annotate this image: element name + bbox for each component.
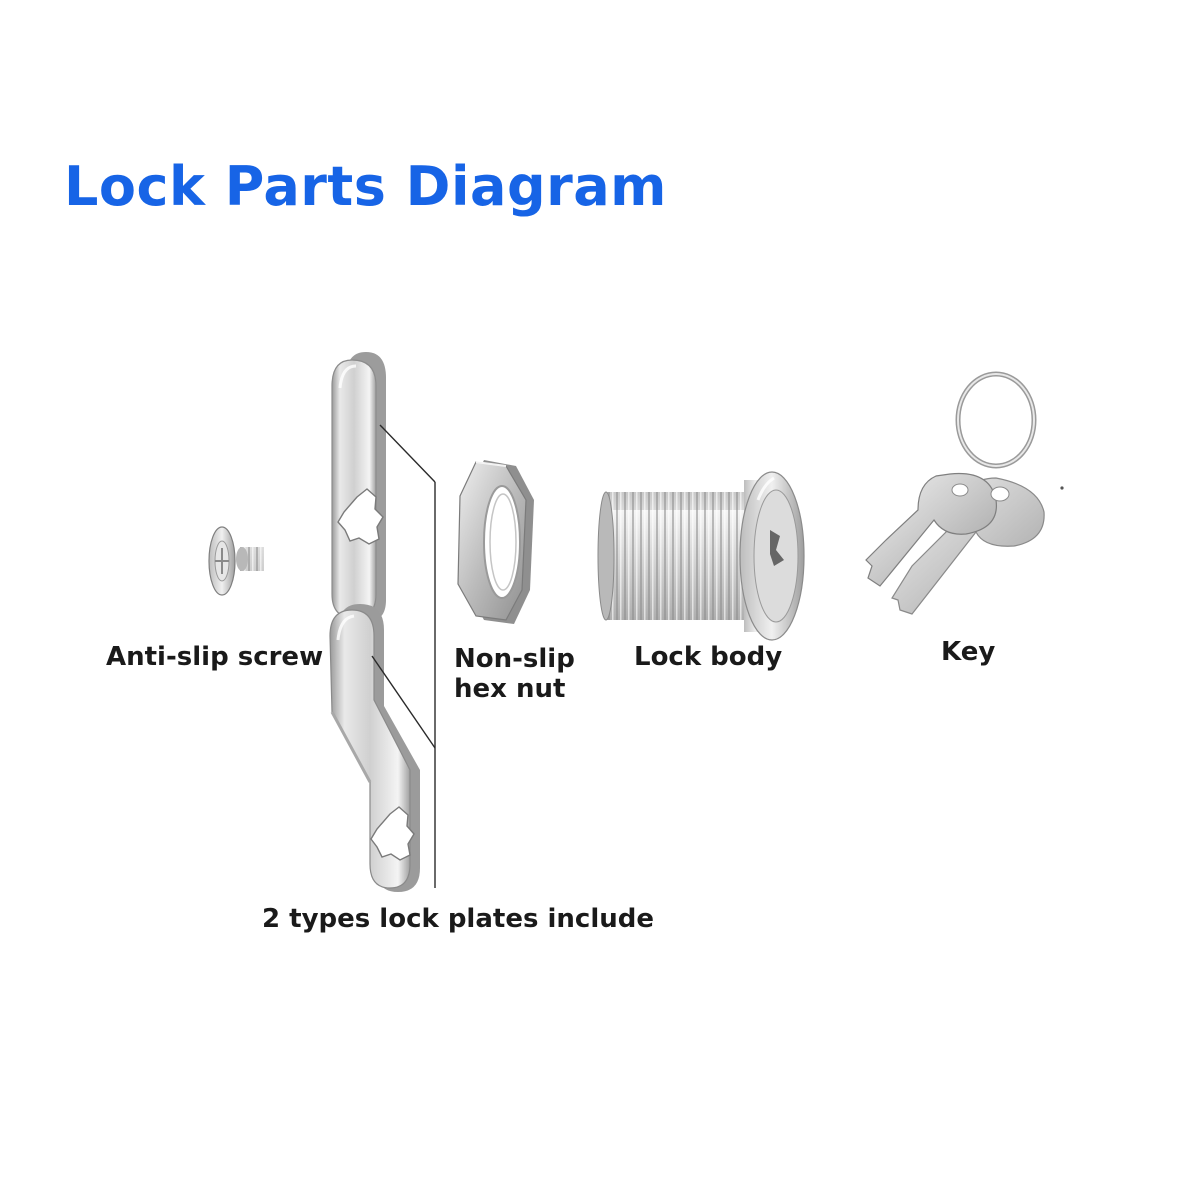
- screw-icon: [208, 526, 264, 596]
- offset-cam-plate-icon: [329, 604, 420, 892]
- flat-cam-plate-icon: [331, 352, 386, 622]
- page-title: Lock Parts Diagram: [64, 155, 667, 218]
- key-label: Key: [941, 637, 996, 667]
- hex-nut-icon: [457, 460, 534, 624]
- plate-leader-lines: [371, 424, 436, 888]
- lock-body-label: Lock body: [634, 642, 783, 672]
- hex-nut-label-line-1: Non-slip: [454, 644, 575, 674]
- screw-label: Anti-slip screw: [106, 642, 324, 672]
- lock-cylinder-icon: [597, 471, 805, 641]
- key-ring-icon: [865, 371, 1064, 615]
- hex-nut-label: Non-slip hex nut: [454, 644, 575, 704]
- lock-plates-label: 2 types lock plates include: [262, 904, 654, 934]
- hex-nut-label-line-2: hex nut: [454, 674, 566, 704]
